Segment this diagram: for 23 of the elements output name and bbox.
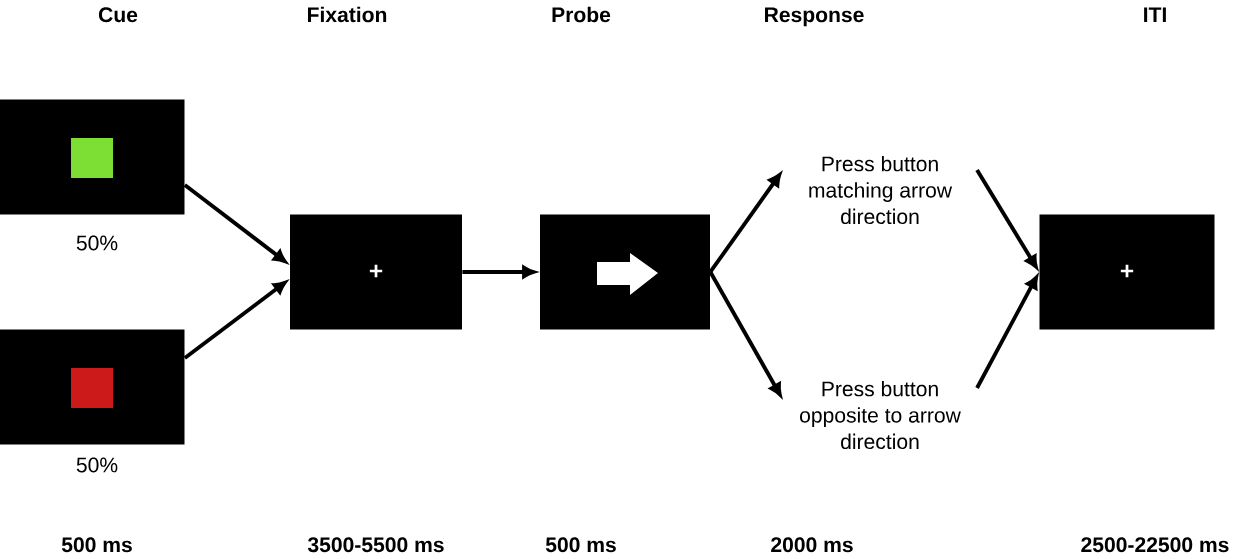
probability-label: 50% [76,457,118,473]
duration-label: 3500-5500 ms [307,537,444,553]
screen-box [0,329,185,445]
response-text: Press button opposite to arrow direction [800,380,961,450]
screen-box: + [290,214,462,330]
column-heading: Cue [98,7,138,23]
screen-box [540,214,710,330]
arrow [975,168,1038,269]
probability-label: 50% [76,235,118,251]
duration-label: 500 ms [61,537,132,553]
duration-label: 500 ms [545,537,616,553]
column-heading: Fixation [308,6,387,23]
column-heading: Response [765,7,864,27]
screen-box: + [1039,214,1215,330]
duration-label: 2000 ms [771,537,853,553]
screen-box [0,99,185,215]
column-heading: Probe [552,6,611,23]
arrow [183,280,287,360]
column-heading: ITI [1144,7,1166,22]
duration-label: 2500-22500 ms [1081,537,1229,553]
arrow [183,183,287,264]
response-text: Press button matching arrow direction [809,155,953,225]
arrow [975,275,1039,389]
